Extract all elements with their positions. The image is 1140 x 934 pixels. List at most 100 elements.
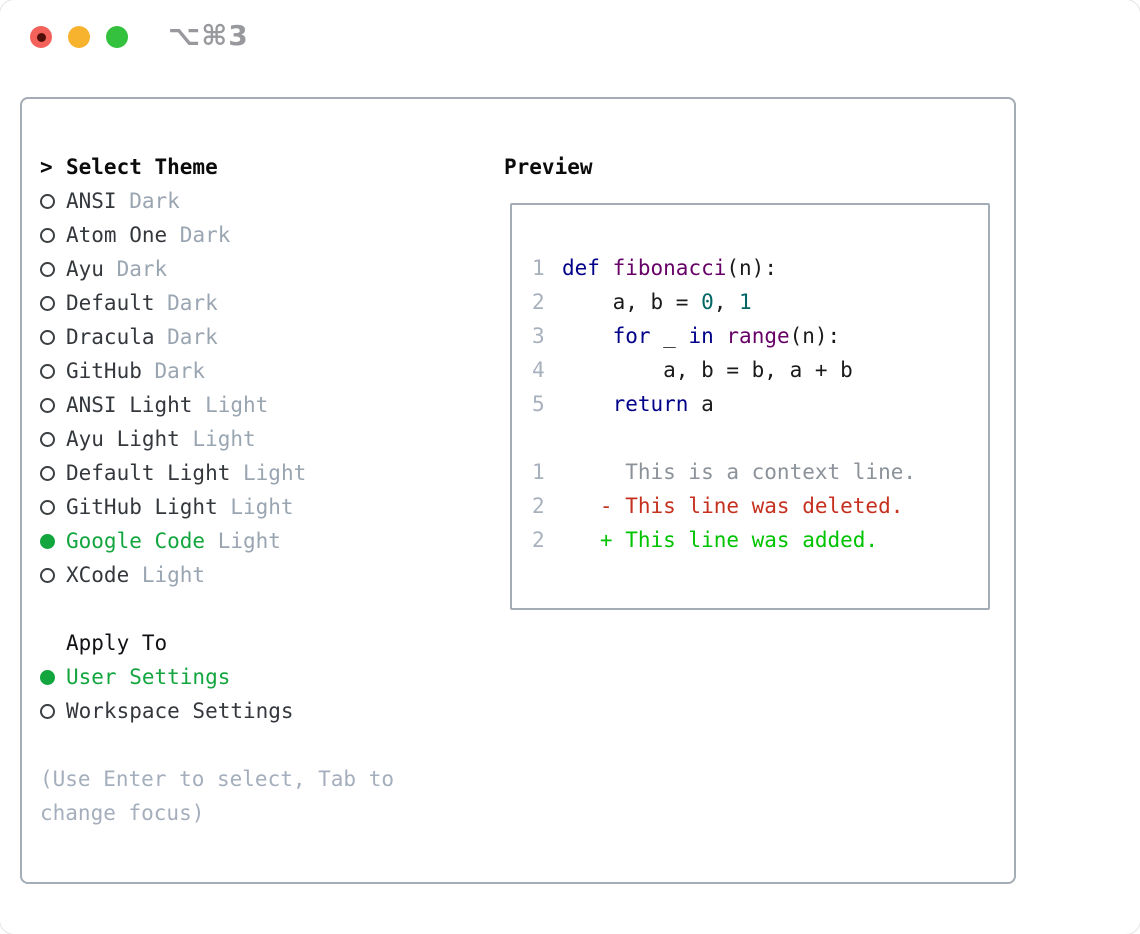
code-token: _ xyxy=(650,324,689,348)
code-text: for _ in range(n): xyxy=(562,324,841,348)
code-line: 2 + This line was added. xyxy=(532,523,988,557)
theme-variant: Light xyxy=(230,461,307,485)
code-token: , xyxy=(713,290,740,314)
line-number: 5 xyxy=(532,392,545,416)
theme-item[interactable]: ANSI Light Light xyxy=(40,388,394,422)
radio-icon xyxy=(40,465,55,481)
theme-item[interactable]: Ayu Light Light xyxy=(40,422,394,456)
theme-item[interactable]: GitHub Dark xyxy=(40,354,394,388)
radio-marker xyxy=(40,499,66,515)
line-number: 1 xyxy=(532,460,545,484)
theme-label: Default Dark xyxy=(66,291,218,315)
theme-variant: Dark xyxy=(154,291,218,315)
theme-variant: Light xyxy=(179,427,256,451)
theme-item[interactable]: Google Code Light xyxy=(40,524,394,558)
radio-marker xyxy=(40,533,66,549)
code-line: 2 a, b = 0, 1 xyxy=(532,285,988,319)
theme-variant: Dark xyxy=(167,223,231,247)
selected-radio-icon xyxy=(40,533,55,549)
theme-label: Ayu Light Light xyxy=(66,427,256,451)
theme-item[interactable]: Ayu Dark xyxy=(40,252,394,286)
code-token: This is a context line. xyxy=(562,460,917,484)
radio-icon xyxy=(40,703,55,719)
spacer-row xyxy=(40,592,394,626)
code-token: def xyxy=(562,256,600,280)
code-token: + This line was added. xyxy=(562,528,879,552)
code-line: 4 a, b = b, a + b xyxy=(532,353,988,387)
window-shortcut-label: ⌥⌘3 xyxy=(168,19,249,52)
radio-marker xyxy=(40,193,66,209)
theme-item[interactable]: Atom One Dark xyxy=(40,218,394,252)
code-text: a, b = 0, 1 xyxy=(562,290,752,314)
radio-icon xyxy=(40,329,55,345)
theme-name: Default xyxy=(66,291,155,315)
theme-name: Default Light xyxy=(66,461,231,485)
code-line: 5 return a xyxy=(532,387,988,421)
spacer-row xyxy=(40,728,394,762)
apply-option[interactable]: Workspace Settings xyxy=(40,694,394,728)
code-text: + This line was added. xyxy=(562,528,878,552)
close-window-icon[interactable] xyxy=(30,26,52,48)
theme-variant: Dark xyxy=(116,189,180,213)
code-token xyxy=(714,324,727,348)
radio-icon xyxy=(40,363,55,379)
select-theme-header: > Select Theme xyxy=(40,150,394,184)
theme-label: XCode Light xyxy=(66,563,205,587)
theme-name: GitHub Light xyxy=(66,495,218,519)
theme-name: Dracula xyxy=(66,325,155,349)
radio-icon xyxy=(40,567,55,583)
theme-label: Dracula Dark xyxy=(66,325,218,349)
radio-marker xyxy=(40,295,66,311)
theme-name: Ayu xyxy=(66,257,104,281)
code-token: fibonacci xyxy=(612,256,727,280)
code-token: range xyxy=(726,324,790,348)
help-text-line-2: change focus) xyxy=(40,801,205,825)
theme-name: Ayu Light xyxy=(66,427,180,451)
code-token: a xyxy=(688,392,714,416)
radio-marker xyxy=(40,465,66,481)
theme-item[interactable]: XCode Light xyxy=(40,558,394,592)
apply-option-label: User Settings xyxy=(66,665,231,689)
theme-label: Atom One Dark xyxy=(66,223,230,247)
theme-variant: Dark xyxy=(103,257,168,281)
theme-name: Google Code xyxy=(66,529,206,553)
code-text: This is a context line. xyxy=(562,460,916,484)
code-text: - This line was deleted. xyxy=(562,494,903,518)
theme-item[interactable]: Dracula Dark xyxy=(40,320,394,354)
code-line: 2 - This line was deleted. xyxy=(532,489,988,523)
theme-item[interactable]: ANSI Dark xyxy=(40,184,394,218)
theme-variant: Dark xyxy=(154,325,218,349)
theme-variant: Light xyxy=(217,495,294,519)
theme-item[interactable]: Default Light Light xyxy=(40,456,394,490)
selected-radio-icon xyxy=(40,669,55,685)
radio-icon xyxy=(40,261,55,277)
code-token xyxy=(562,324,613,348)
titlebar xyxy=(30,26,128,48)
radio-icon xyxy=(40,499,55,515)
code-token: - This line was deleted. xyxy=(562,494,904,518)
apply-option-label: Workspace Settings xyxy=(66,699,294,723)
code-line: 3 for _ in range(n): xyxy=(532,319,988,353)
theme-name: GitHub xyxy=(66,359,142,383)
radio-icon xyxy=(40,295,55,311)
theme-name: ANSI xyxy=(66,189,117,213)
help-text-line-1: (Use Enter to select, Tab to xyxy=(40,767,395,791)
theme-item[interactable]: GitHub Light Light xyxy=(40,490,394,524)
code-line: 1 This is a context line. xyxy=(532,455,988,489)
code-token: a, b = b, a + b xyxy=(562,358,853,382)
radio-icon xyxy=(40,431,55,447)
radio-icon xyxy=(40,227,55,243)
theme-label: GitHub Light Light xyxy=(66,495,294,519)
code-text: a, b = b, a + b xyxy=(562,358,853,382)
apply-option[interactable]: User Settings xyxy=(40,660,394,694)
radio-marker xyxy=(40,363,66,379)
zoom-window-icon[interactable] xyxy=(106,26,128,48)
code-token: in xyxy=(688,324,714,348)
minimize-window-icon[interactable] xyxy=(68,26,90,48)
theme-item[interactable]: Default Dark xyxy=(40,286,394,320)
line-number: 4 xyxy=(532,358,545,382)
